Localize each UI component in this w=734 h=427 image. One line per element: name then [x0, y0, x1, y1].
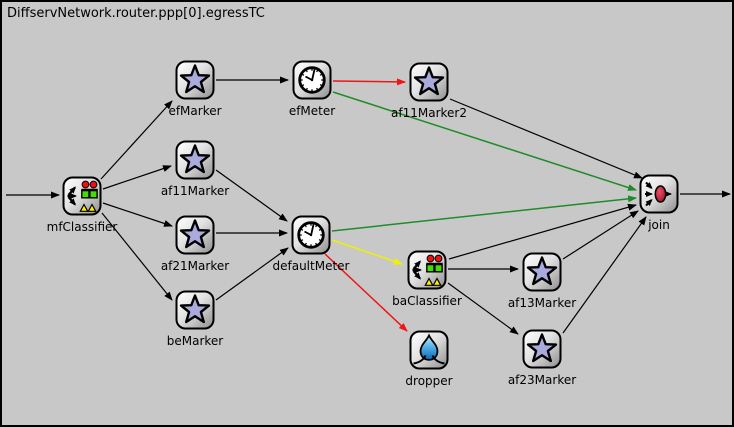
- edge-af11Marker2-to-join: [449, 98, 643, 179]
- edge-mfClassifier-to-af21Marker: [102, 202, 173, 227]
- node-label: af13Marker: [507, 296, 577, 310]
- edge-efMeter-to-af11Marker2: [332, 78, 406, 86]
- node-af13Marker[interactable]: af13Marker: [482, 252, 602, 310]
- node-label: af21Marker: [160, 259, 230, 273]
- meter-icon: [292, 60, 332, 100]
- edge-mfClassifier-to-efMarker: [100, 100, 173, 180]
- star-icon: [175, 290, 215, 330]
- node-join[interactable]: join: [599, 174, 719, 232]
- node-baClassifier[interactable]: baClassifier: [367, 250, 487, 308]
- module-path-title: DiffservNetwork.router.ppp[0].egressTC: [7, 6, 265, 21]
- meter-icon: [291, 215, 331, 255]
- node-label: defaultMeter: [272, 259, 350, 273]
- node-af11Marker[interactable]: af11Marker: [135, 140, 255, 198]
- edge-baClassifier-to-af23Marker: [447, 282, 519, 335]
- edge-baClassifier-to-join: [448, 203, 637, 260]
- edge-mfClassifier-to-af11Marker: [102, 165, 172, 190]
- node-label: af23Marker: [507, 373, 577, 387]
- node-label: af11Marker: [160, 184, 230, 198]
- node-af21Marker[interactable]: af21Marker: [135, 215, 255, 273]
- node-label: mfClassifier: [46, 220, 118, 234]
- star-icon: [522, 252, 562, 292]
- node-mfClassifier[interactable]: mfClassifier: [22, 176, 142, 234]
- node-af23Marker[interactable]: af23Marker: [482, 329, 602, 387]
- node-label: efMarker: [168, 104, 222, 118]
- node-label: af11Marker2: [391, 106, 467, 120]
- dropper-icon: [409, 330, 449, 370]
- edge-af13Marker-to-join: [562, 210, 639, 260]
- star-icon: [175, 140, 215, 180]
- classifier-icon: [62, 176, 102, 216]
- node-label: beMarker: [166, 334, 224, 348]
- star-icon: [175, 60, 215, 100]
- edge-defaultMeter-to-dropper: [324, 253, 408, 332]
- edge-defaultMeter-to-baClassifier: [331, 239, 403, 265]
- node-beMarker[interactable]: beMarker: [135, 290, 255, 348]
- edge-efMeter-to-join: [332, 91, 637, 191]
- node-efMarker[interactable]: efMarker: [135, 60, 255, 118]
- edge-mfClassifier-to-beMarker: [101, 212, 173, 301]
- edge-af23Marker-to-join: [562, 216, 647, 334]
- star-icon: [522, 329, 562, 369]
- edge-af11Marker-to-defaultMeter: [215, 169, 288, 222]
- node-label: baClassifier: [392, 294, 462, 308]
- node-dropper[interactable]: dropper: [369, 330, 489, 388]
- star-icon: [175, 215, 215, 255]
- node-label: dropper: [405, 374, 453, 388]
- classifier-icon: [407, 250, 447, 290]
- node-defaultMeter[interactable]: defaultMeter: [251, 215, 371, 273]
- edge-beMarker-to-defaultMeter: [215, 247, 289, 301]
- node-efMeter[interactable]: efMeter: [252, 60, 372, 118]
- star-icon: [409, 62, 449, 102]
- node-label: join: [648, 218, 670, 232]
- node-label: efMeter: [288, 104, 336, 118]
- node-af11Marker2[interactable]: af11Marker2: [369, 62, 489, 120]
- edge-defaultMeter-to-join: [331, 195, 637, 232]
- join-icon: [639, 174, 679, 214]
